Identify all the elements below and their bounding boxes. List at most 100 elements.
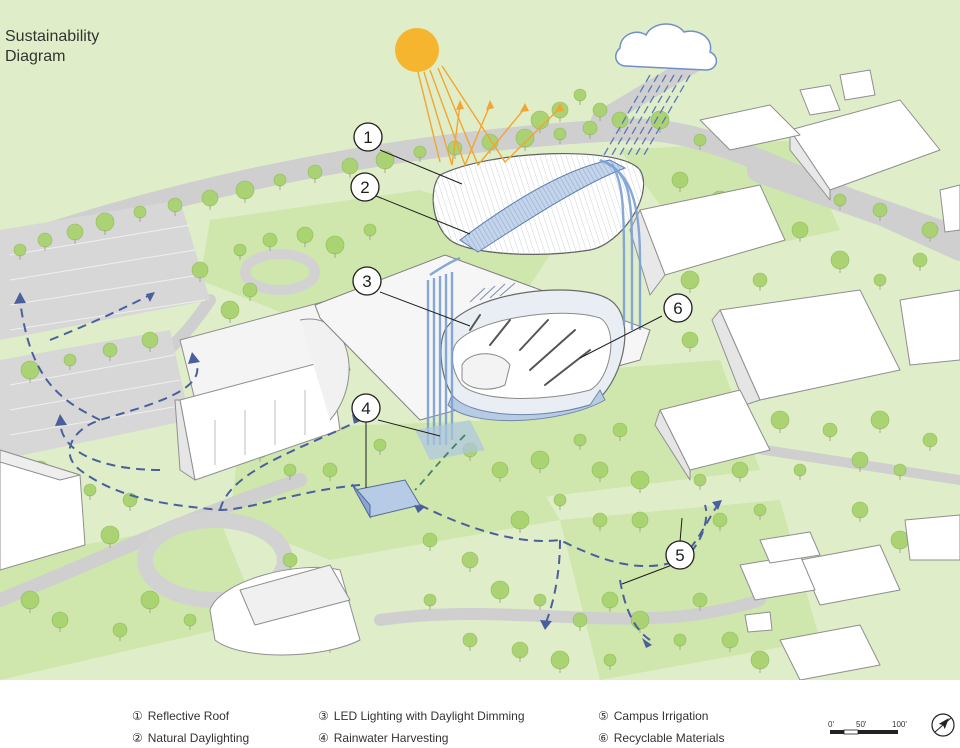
tree (630, 610, 650, 630)
tree (592, 512, 608, 528)
legend-label: Rainwater Harvesting (333, 731, 449, 745)
scale-tick-50: 50' (856, 720, 867, 729)
tree (363, 223, 377, 237)
tree (873, 273, 887, 287)
campus-buildings (0, 69, 960, 680)
tree (102, 342, 118, 358)
tree (220, 300, 240, 320)
tree (63, 353, 77, 367)
central-building (314, 254, 651, 422)
tree (112, 622, 128, 638)
tree (692, 592, 708, 608)
tree (373, 438, 387, 452)
tree (870, 410, 890, 430)
rainwater-downspouts (426, 158, 642, 445)
tree (167, 197, 183, 213)
tree (490, 580, 510, 600)
tree (201, 189, 219, 207)
tree (66, 223, 84, 241)
callout-circle (352, 266, 382, 296)
tree (530, 450, 550, 470)
tree (770, 410, 790, 430)
tree (611, 111, 629, 129)
tree (573, 433, 587, 447)
scale-tick-100: 100' (892, 720, 907, 729)
tree (591, 461, 609, 479)
tree (95, 212, 115, 232)
water-arrowheads (14, 292, 722, 648)
tree (922, 432, 938, 448)
building-southeast-d (779, 624, 881, 680)
tree (511, 641, 529, 659)
tree (191, 261, 209, 279)
tree (553, 493, 567, 507)
scale-bar-icon: 0' 50' 100' (828, 720, 907, 735)
tree (650, 110, 670, 130)
title-line-2: Diagram (5, 48, 66, 65)
tree (603, 653, 617, 667)
legend-label: Campus Irrigation (613, 709, 709, 723)
callout-3: 3 (352, 266, 382, 296)
sun-rays (417, 65, 561, 167)
tree (693, 133, 707, 147)
tree (242, 282, 258, 298)
legend-label: Reflective Roof (147, 709, 230, 723)
tree (341, 157, 359, 175)
tree (550, 650, 570, 670)
led-light-fixtures (469, 314, 591, 386)
tree (693, 473, 707, 487)
tree (510, 510, 530, 530)
tree (183, 613, 197, 627)
tree (851, 451, 869, 469)
tree (750, 650, 770, 670)
tree (712, 512, 728, 528)
callout-4: 4 (351, 393, 381, 423)
tree (573, 88, 587, 102)
tree (133, 205, 147, 219)
tree (912, 252, 928, 268)
parking-lot (0, 200, 210, 460)
legend-number: ⑥ (598, 731, 609, 745)
tree (530, 110, 550, 130)
tree (572, 612, 588, 628)
tree (322, 462, 338, 478)
tree (37, 232, 53, 248)
tree (515, 128, 535, 148)
tree (283, 463, 297, 477)
sun-icon (395, 28, 439, 72)
north-arrow-icon (931, 713, 955, 737)
ray-arrowheads (456, 100, 564, 112)
tree (413, 145, 427, 159)
legend-bar (0, 680, 960, 748)
tree (325, 235, 345, 255)
tree (793, 463, 807, 477)
tree (872, 202, 888, 218)
legend-label: LED Lighting with Daylight Dimming (333, 709, 525, 723)
tree (822, 422, 838, 438)
legend-item-3: ③ LED Lighting with Daylight Dimming (318, 709, 525, 723)
tree (141, 331, 159, 349)
tree (731, 461, 749, 479)
callout-1: 1 (353, 122, 383, 152)
building-northeast-d (839, 69, 876, 101)
tree (630, 470, 650, 490)
tree (13, 243, 27, 257)
tree (235, 180, 255, 200)
tree (673, 633, 687, 647)
callout-number: 4 (361, 399, 370, 418)
legend-number: ③ (318, 709, 329, 723)
tree (671, 171, 689, 189)
tree (681, 331, 699, 349)
tree (83, 483, 97, 497)
tree (553, 127, 567, 141)
tree (307, 164, 323, 180)
tree (140, 590, 160, 610)
tree (612, 422, 628, 438)
legend-number: ① (132, 709, 143, 723)
callout-2: 2 (350, 172, 380, 202)
